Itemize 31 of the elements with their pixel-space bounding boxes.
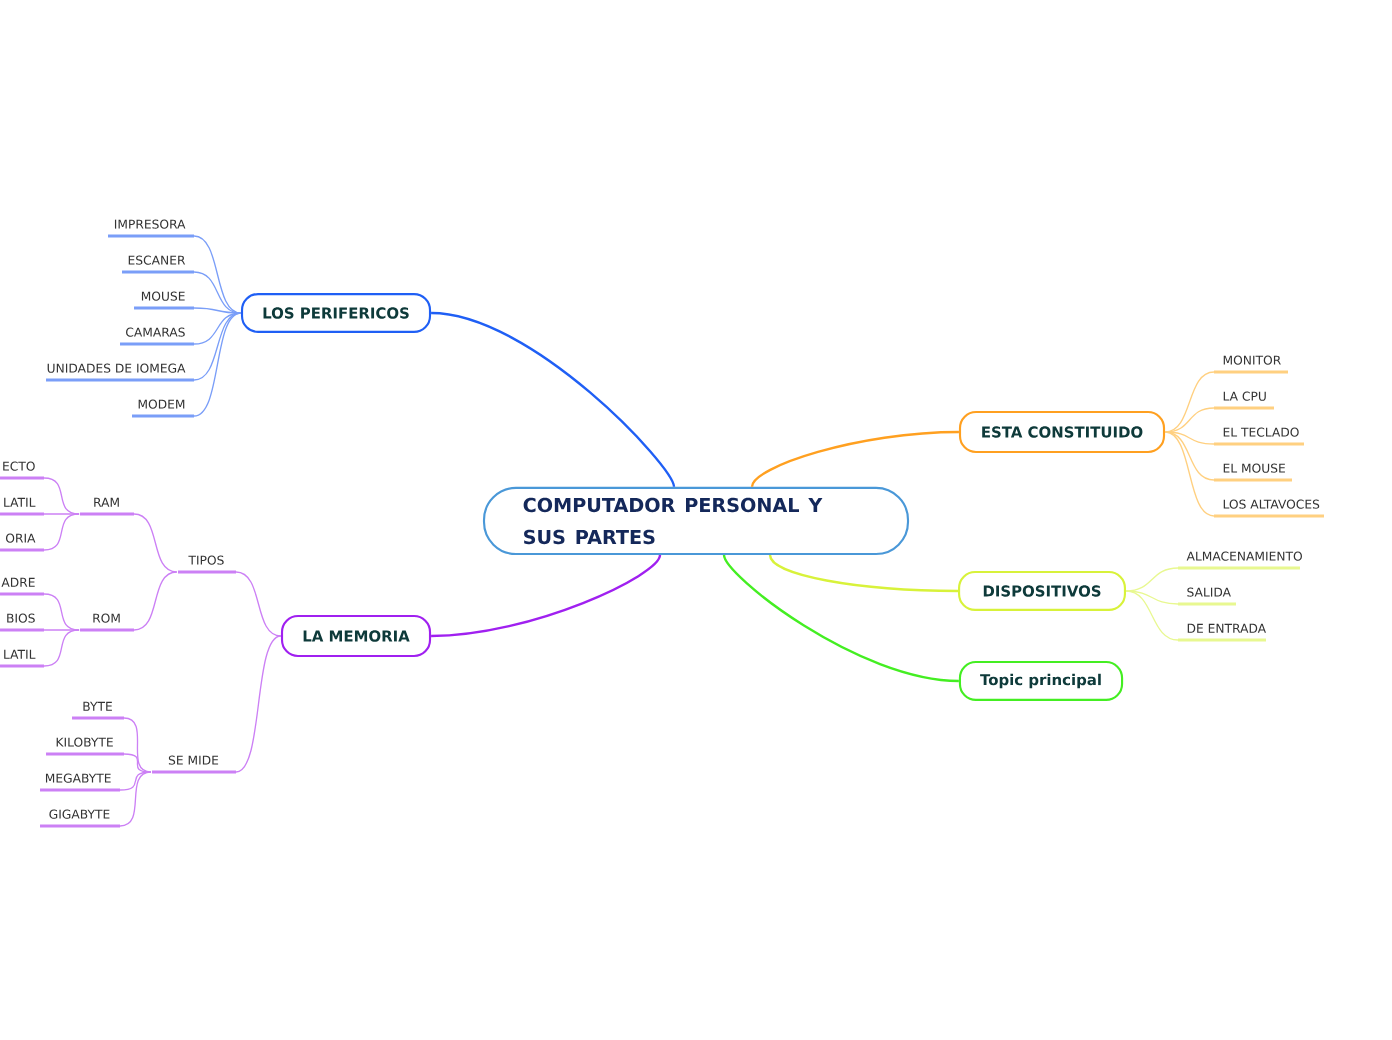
connector xyxy=(430,311,676,488)
connector xyxy=(722,554,959,683)
connector xyxy=(43,629,80,667)
connector xyxy=(235,635,282,773)
connector xyxy=(123,717,152,773)
connector xyxy=(119,771,152,827)
connector xyxy=(1125,567,1179,592)
connector xyxy=(43,513,80,515)
connector xyxy=(1164,431,1215,445)
connector xyxy=(750,430,959,488)
connector xyxy=(43,513,80,551)
connector xyxy=(43,629,80,631)
connector xyxy=(431,554,662,638)
connector xyxy=(1164,431,1215,481)
connector xyxy=(193,235,242,314)
connector xyxy=(133,513,178,573)
connector xyxy=(133,571,178,631)
connector xyxy=(1125,590,1179,605)
topic-box: COMPUTADOR PERSONAL Y SUS PARTES xyxy=(482,486,910,556)
connector xyxy=(1164,407,1215,433)
connector xyxy=(193,312,242,345)
connector xyxy=(1164,371,1215,433)
connector xyxy=(123,753,152,773)
connector xyxy=(768,554,959,593)
connector xyxy=(193,312,242,417)
connector xyxy=(1125,590,1179,641)
connector xyxy=(193,307,242,314)
connector xyxy=(119,771,152,791)
connector xyxy=(1164,431,1215,517)
connector xyxy=(235,571,282,637)
connector xyxy=(193,312,242,381)
